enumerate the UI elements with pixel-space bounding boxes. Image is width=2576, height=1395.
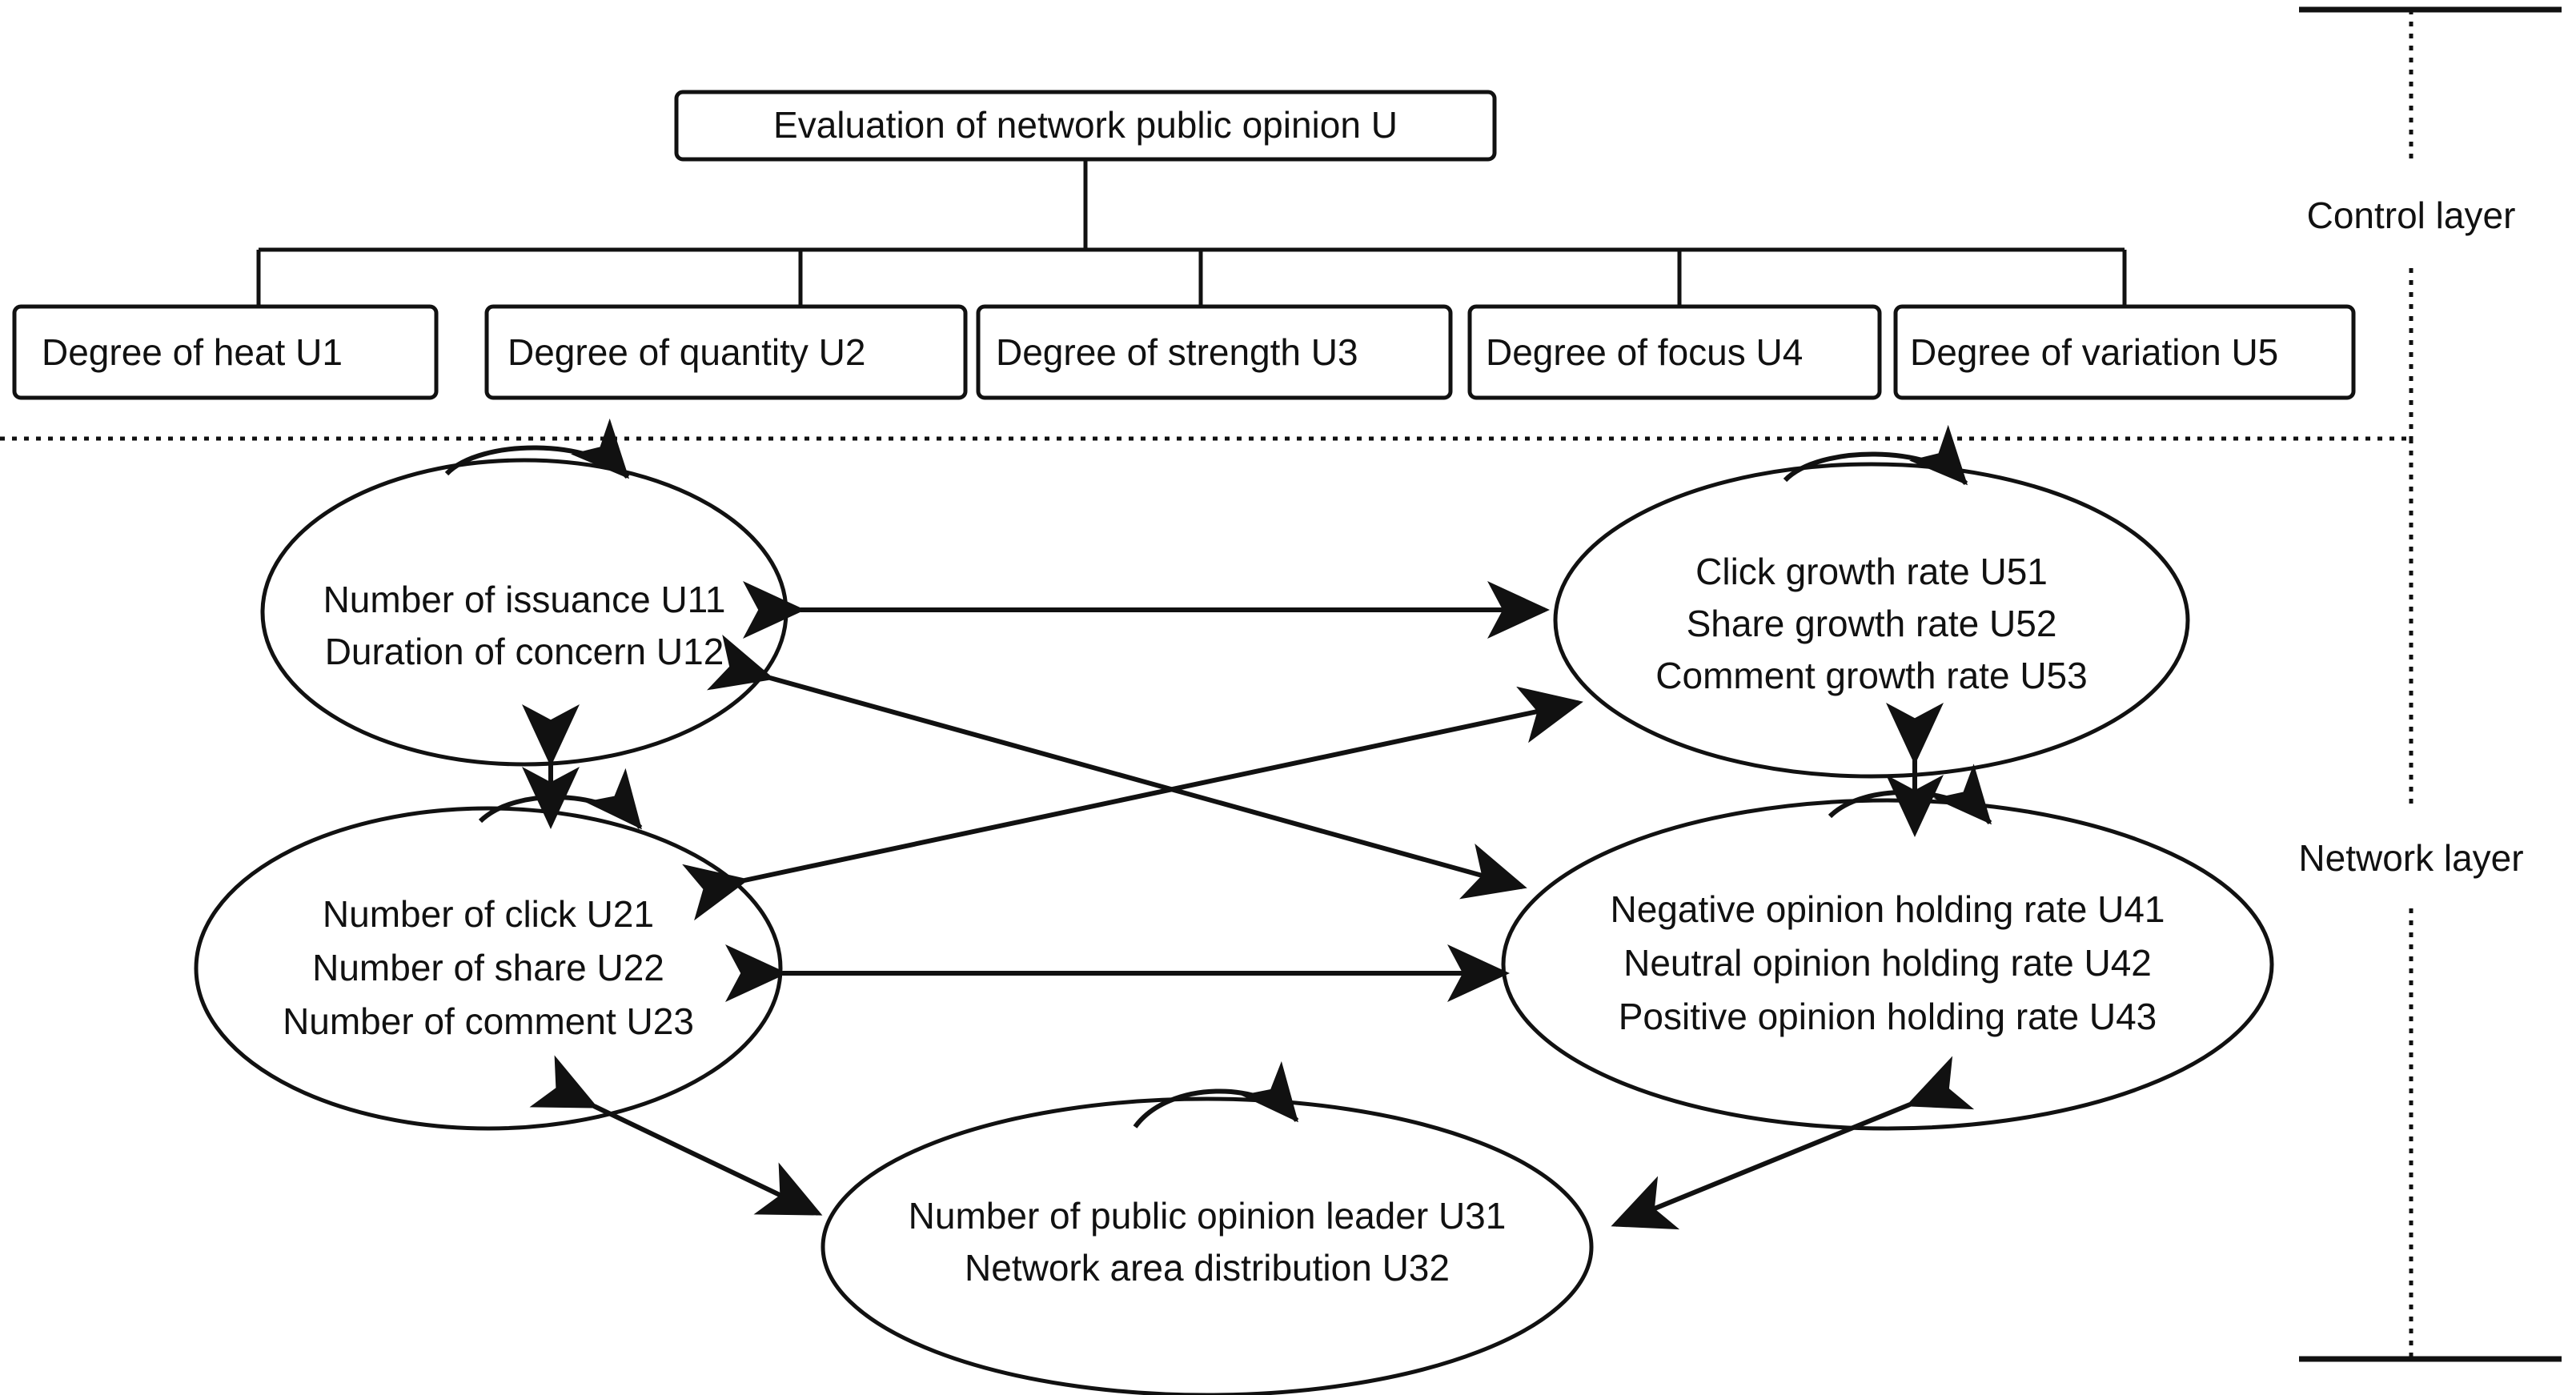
cluster-u3: Number of public opinion leader U31 Netw… — [821, 1096, 1594, 1395]
criteria-label-u3: Degree of strength U3 — [996, 331, 1358, 373]
cluster-u1-line-2: Duration of concern U12 — [325, 631, 724, 672]
criteria-label-u2: Degree of quantity U2 — [508, 331, 866, 373]
self-loop-u3 — [1133, 1060, 1299, 1128]
edge-u4-u3 — [1611, 1056, 1975, 1230]
cluster-u4-line-1: Negative opinion holding rate U41 — [1610, 888, 2165, 930]
cluster-u4: Negative opinion holding rate U41 Neutra… — [1501, 798, 2274, 1131]
cluster-u5-line-2: Share growth rate U52 — [1687, 603, 2057, 644]
cluster-u2-line-2: Number of share U22 — [312, 947, 664, 988]
cluster-u2-line-1: Number of click U21 — [323, 893, 654, 935]
goal-box: Evaluation of network public opinion U — [674, 90, 1497, 162]
cluster-u2-line-3: Number of comment U23 — [283, 1000, 694, 1042]
cluster-u4-line-2: Neutral opinion holding rate U42 — [1623, 942, 2152, 984]
criteria-label-u5: Degree of variation U5 — [1910, 331, 2278, 373]
edge-u1-u4 — [706, 635, 1527, 900]
edge-u2-u3 — [529, 1055, 823, 1216]
cluster-u1-line-1: Number of issuance U11 — [323, 579, 726, 620]
cluster-u5-line-1: Click growth rate U51 — [1695, 551, 2048, 592]
cluster-u3-line-1: Number of public opinion leader U31 — [909, 1195, 1507, 1237]
self-loop-u1 — [444, 418, 630, 479]
tree-connectors — [256, 159, 2127, 307]
cluster-u3-line-2: Network area distribution U32 — [965, 1247, 1450, 1289]
goal-box-label: Evaluation of network public opinion U — [773, 104, 1398, 146]
self-loop-u4 — [1828, 764, 1992, 825]
cluster-u5-line-3: Comment growth rate U53 — [1655, 655, 2087, 696]
cluster-u1: Number of issuance U11 Duration of conce… — [260, 458, 788, 767]
cluster-u4-line-3: Positive opinion holding rate U43 — [1619, 996, 2157, 1037]
criteria-box-u1: Degree of heat U1 — [12, 304, 439, 400]
cluster-u5: Click growth rate U51 Share growth rate … — [1553, 462, 2190, 779]
cluster-u2: Number of click U21 Number of share U22 … — [194, 806, 783, 1131]
criteria-label-u1: Degree of heat U1 — [42, 331, 343, 373]
criteria-box-u2: Degree of quantity U2 — [484, 304, 968, 400]
criteria-box-u5: Degree of variation U5 — [1893, 304, 2356, 400]
control-layer-label: Control layer — [2307, 194, 2516, 236]
network-layer-bracket — [2299, 439, 2562, 1362]
control-layer-bracket — [2299, 6, 2562, 439]
edge-u2-u5 — [682, 686, 1583, 921]
self-loop-u5 — [1783, 424, 1968, 486]
criteria-box-u4: Degree of focus U4 — [1467, 304, 1882, 400]
criteria-label-u4: Degree of focus U4 — [1486, 331, 1803, 373]
criteria-box-u3: Degree of strength U3 — [976, 304, 1453, 400]
network-layer-label: Network layer — [2298, 837, 2523, 879]
